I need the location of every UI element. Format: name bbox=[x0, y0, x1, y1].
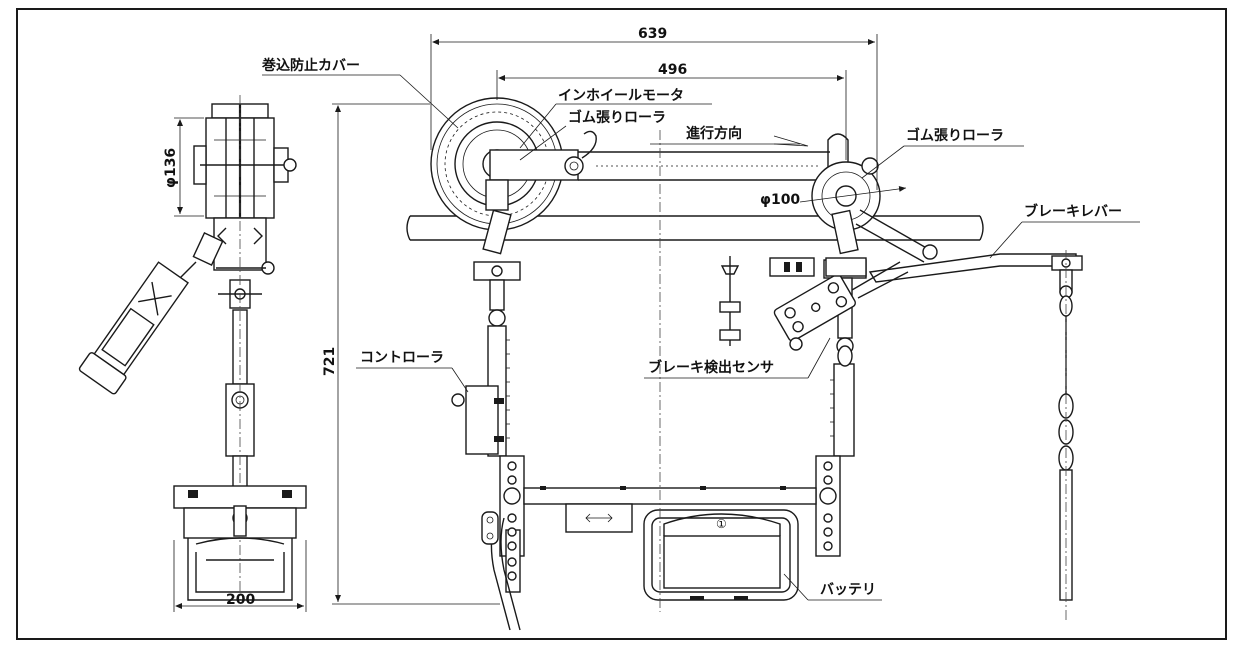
label-rubber-roller-1: ゴム張りローラ bbox=[519, 109, 666, 161]
label-cover: 巻込防止カバー bbox=[262, 57, 459, 129]
dimension-136-label: φ136 bbox=[163, 148, 179, 188]
label-controller-text: コントローラ bbox=[360, 350, 444, 366]
direction-arrow bbox=[650, 135, 809, 147]
label-in-wheel-motor-text: インホイールモータ bbox=[558, 88, 684, 104]
label-cover-text: 巻込防止カバー bbox=[262, 57, 360, 74]
dimension-496: 496 bbox=[496, 62, 847, 160]
drawing-border bbox=[16, 8, 1227, 640]
brake-lever-view bbox=[868, 250, 1083, 620]
label-battery-text: バッテリ bbox=[820, 582, 876, 598]
label-brake-lever-text: ブレーキレバー bbox=[1024, 203, 1122, 220]
label-direction: 進行方向 bbox=[686, 125, 742, 142]
label-direction-text: 進行方向 bbox=[686, 125, 742, 142]
label-rubber-roller-2-text: ゴム張りローラ bbox=[906, 127, 1004, 144]
dimension-639-label: 639 bbox=[638, 26, 667, 42]
dimension-721-label: 721 bbox=[322, 347, 338, 376]
svg-text:①: ① bbox=[716, 517, 727, 531]
label-rubber-roller-1-text: ゴム張りローラ bbox=[568, 109, 666, 126]
dimension-136: φ136 bbox=[163, 117, 204, 217]
label-brake-sensor: ブレーキ検出センサ bbox=[644, 337, 831, 379]
dimension-200: 200 bbox=[173, 540, 307, 612]
dimension-100: φ100 bbox=[760, 185, 907, 208]
front-view: ① bbox=[406, 97, 984, 631]
side-view bbox=[78, 95, 307, 601]
label-brake-sensor-text: ブレーキ検出センサ bbox=[648, 359, 774, 376]
label-brake-lever: ブレーキレバー bbox=[989, 203, 1140, 259]
dimension-200-label: 200 bbox=[226, 592, 255, 608]
label-in-wheel-motor: インホイールモータ bbox=[519, 88, 712, 149]
dimension-100-label: φ100 bbox=[760, 192, 800, 208]
dimension-721: 721 bbox=[322, 103, 500, 605]
label-controller: コントローラ bbox=[356, 350, 469, 393]
dimension-639: 639 bbox=[430, 26, 878, 190]
label-battery: バッテリ bbox=[783, 573, 882, 601]
dimension-496-label: 496 bbox=[658, 62, 687, 78]
label-rubber-roller-2: ゴム張りローラ bbox=[861, 127, 1024, 179]
